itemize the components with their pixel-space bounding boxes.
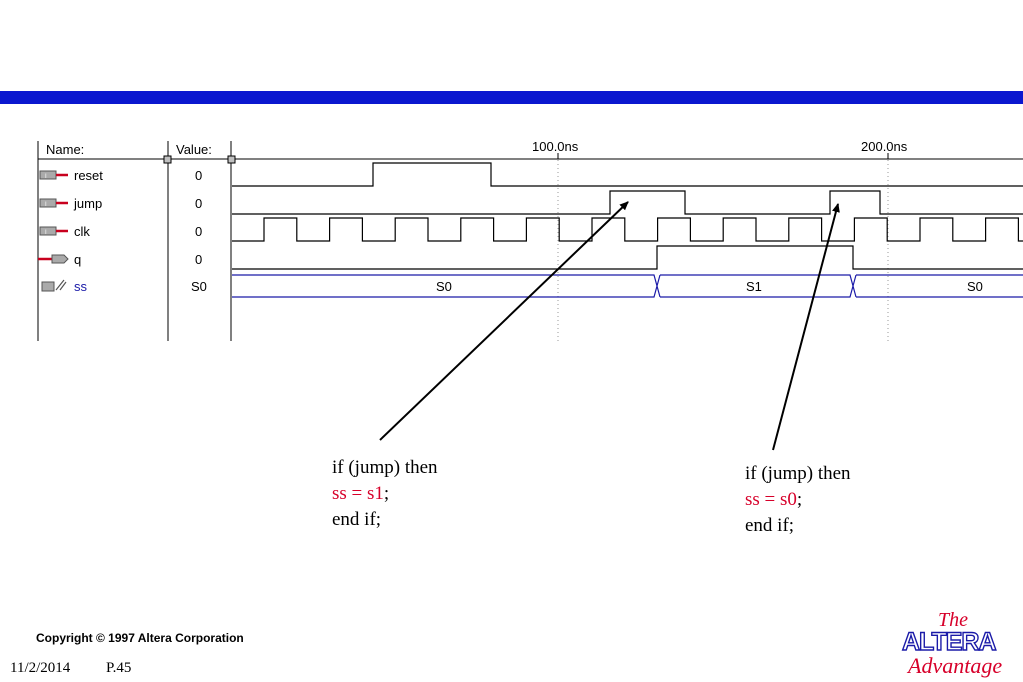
code-line: ss = s1;	[332, 481, 438, 507]
name-column-header: Name:	[46, 142, 84, 157]
top-title-bar	[0, 91, 1023, 104]
code-annotation: if (jump) then ss = s1; end if;	[332, 455, 438, 533]
signal-name[interactable]: clk	[74, 224, 90, 239]
annotation-arrow	[379, 201, 629, 441]
input-pin-icon: I	[39, 170, 68, 180]
column-resize-handle[interactable]	[227, 155, 236, 164]
signal-value: S0	[191, 279, 207, 294]
annotation-arrow	[772, 203, 840, 451]
code-annotation: if (jump) then ss = s0; end if;	[745, 461, 851, 539]
logo-main-text: ALTERA	[902, 628, 996, 656]
code-line: end if;	[745, 515, 795, 536]
input-pin-icon: I	[39, 226, 68, 236]
code-line: if (jump) then	[332, 457, 438, 478]
input-pin-icon: I	[39, 198, 68, 208]
slide-page-number: P.45	[106, 660, 132, 676]
signal-value: 0	[195, 224, 202, 239]
svg-text:I: I	[45, 230, 47, 236]
signal-value: 0	[195, 168, 202, 183]
jump-waveform	[232, 190, 1023, 215]
code-line: end if;	[332, 509, 382, 530]
code-semicolon: ;	[796, 489, 803, 510]
value-column-header: Value:	[176, 142, 212, 157]
column-resize-handle[interactable]	[163, 155, 172, 164]
altera-logo: The ALTERA Advantage	[901, 609, 1002, 678]
copyright-notice: Copyright © 1997 Altera Corporation	[36, 631, 244, 645]
state-machine-icon	[41, 279, 67, 292]
ss-bus-waveform	[232, 274, 1023, 298]
time-marker-label: 200.0ns	[861, 139, 908, 154]
logo-the-text: The	[938, 609, 968, 631]
signal-value: 0	[195, 252, 202, 267]
signal-value: 0	[195, 196, 202, 211]
q-waveform	[232, 245, 1023, 270]
bus-state-label: S0	[967, 279, 983, 294]
code-assignment: ss = s0	[745, 489, 797, 510]
bus-state-label: S1	[746, 279, 762, 294]
svg-text:I: I	[45, 202, 47, 208]
bus-state-label: S0	[436, 279, 452, 294]
signal-name[interactable]: reset	[74, 168, 103, 183]
signal-name[interactable]: jump	[73, 196, 102, 211]
code-assignment: ss = s1	[332, 483, 384, 504]
logo-advantage-text: Advantage	[906, 653, 1002, 678]
signal-name[interactable]: q	[74, 252, 81, 267]
code-line: if (jump) then	[745, 463, 851, 484]
reset-waveform	[232, 162, 1023, 187]
code-line: ss = s0;	[745, 487, 851, 513]
code-semicolon: ;	[383, 483, 390, 504]
signal-name[interactable]: ss	[74, 279, 88, 294]
time-marker-label: 100.0ns	[532, 139, 579, 154]
clk-waveform	[232, 217, 1023, 242]
svg-text:I: I	[45, 174, 47, 180]
output-pin-icon	[38, 254, 69, 264]
slide-date: 11/2/2014	[10, 660, 71, 676]
